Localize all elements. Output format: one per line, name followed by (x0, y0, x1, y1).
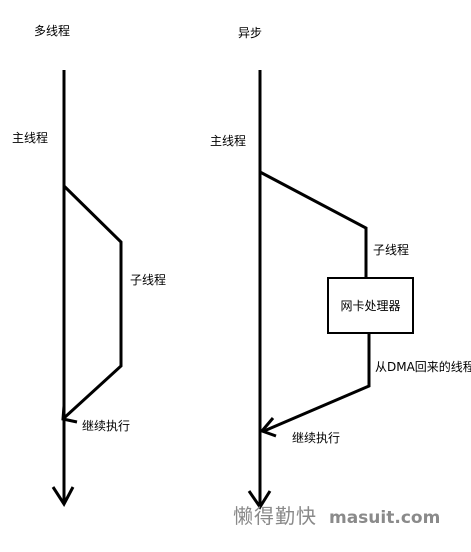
left-main-thread-label: 主线程 (12, 131, 49, 145)
right-main-thread-label: 主线程 (210, 134, 247, 148)
right-dma-return-path (263, 334, 371, 433)
right-child-thread-path (259, 170, 368, 277)
nic-processor-box: 网卡处理器 (327, 277, 414, 334)
left-main-thread-arrowhead (51, 486, 75, 507)
dma-return-label: 从DMA回来的线程 (375, 360, 471, 374)
right-continue-label: 继续执行 (292, 431, 341, 445)
left-continue-label: 继续执行 (82, 419, 131, 433)
watermark: 懒得勤快 masuit.com (233, 500, 440, 529)
right-child-thread-label: 子线程 (373, 243, 410, 257)
right-main-thread-arrowhead (247, 490, 272, 510)
left-return-arrowhead (61, 405, 78, 424)
watermark-text: 懒得勤快 (233, 504, 317, 528)
nic-processor-label: 网卡处理器 (340, 299, 401, 313)
right-return-arrowhead (259, 417, 277, 438)
multithread-title: 多线程 (34, 24, 71, 38)
watermark-site: masuit.com (329, 508, 441, 528)
left-child-thread-label: 子线程 (130, 273, 167, 287)
async-title: 异步 (238, 26, 263, 40)
left-child-thread-path (62, 184, 123, 420)
